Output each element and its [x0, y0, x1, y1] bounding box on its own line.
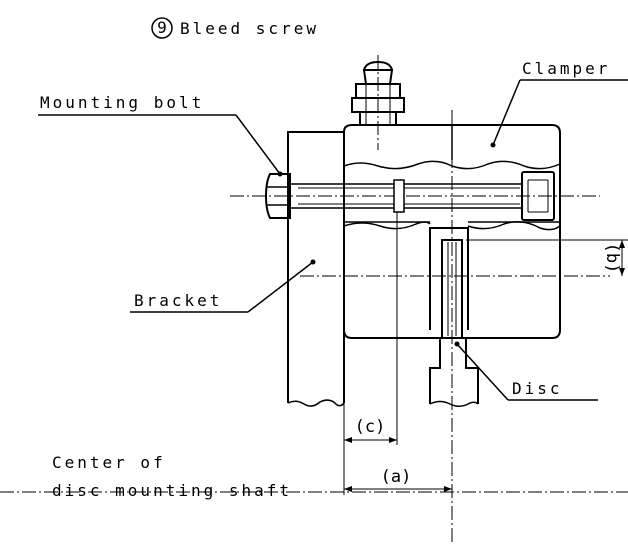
dim-c-arrow-right: [389, 437, 397, 443]
dim-b-arrow-bottom: [619, 268, 625, 276]
bleed-screw-tip: [363, 60, 393, 71]
dim-c-arrow-left: [344, 437, 352, 443]
callouts: 9 Bleed screw Clamper Mounting bolt Brac…: [38, 17, 628, 500]
clamper-outline: [343, 124, 561, 339]
bleed-number-circle: [151, 17, 173, 39]
disc-leader: [456, 343, 509, 401]
mounting-bolt: [264, 171, 555, 221]
disc-body: [441, 239, 463, 339]
dim-a-arrow-right: [444, 486, 452, 492]
dim-b-arrow-top: [619, 240, 625, 248]
center-label-line2: disc mounting shaft: [52, 481, 292, 500]
center-lines: [0, 55, 628, 545]
bracket-leader: [247, 261, 314, 313]
bleed-screw: [351, 60, 405, 126]
clamper-break-line-left-top: [343, 160, 453, 170]
cap-screw-head: [521, 171, 555, 221]
bleed-number: 9: [157, 18, 167, 37]
clamper-leader: [492, 79, 521, 146]
dim-a-arrow-left: [344, 486, 352, 492]
disc: [429, 227, 479, 407]
disc-outline-right: [465, 338, 479, 404]
disc-slot: [429, 227, 469, 330]
clamper-label: Clamper: [522, 59, 610, 78]
mounting-bolt-label: Mounting bolt: [40, 93, 204, 112]
bracket: [287, 131, 345, 407]
dim-c-label: (c): [355, 417, 386, 437]
bracket-label: Bracket: [134, 291, 222, 310]
bleed-screw-base: [359, 111, 397, 126]
clamper-break-line-right-top: [451, 160, 561, 170]
dimensions: (c) (a) (b): [343, 212, 628, 495]
mounting-bolt-leader: [235, 114, 281, 175]
bracket-outline: [287, 131, 345, 403]
clamper-break-line-right-bottom: [467, 221, 561, 231]
bolt-hex-head: [264, 173, 291, 219]
center-label-line1: Center of: [52, 453, 166, 472]
disc-label: Disc: [512, 379, 563, 398]
dim-a-label: (a): [381, 467, 412, 487]
dim-b-label: (b): [602, 243, 622, 274]
disc-outline-left: [429, 338, 441, 404]
bleed-screw-label: Bleed screw: [180, 19, 319, 38]
clamper: [343, 124, 561, 339]
disc-break-line: [429, 400, 479, 407]
bracket-break-line: [287, 399, 345, 407]
clamper-break-line-left-bottom: [343, 221, 431, 230]
bolt-gap-separator: [393, 179, 405, 213]
